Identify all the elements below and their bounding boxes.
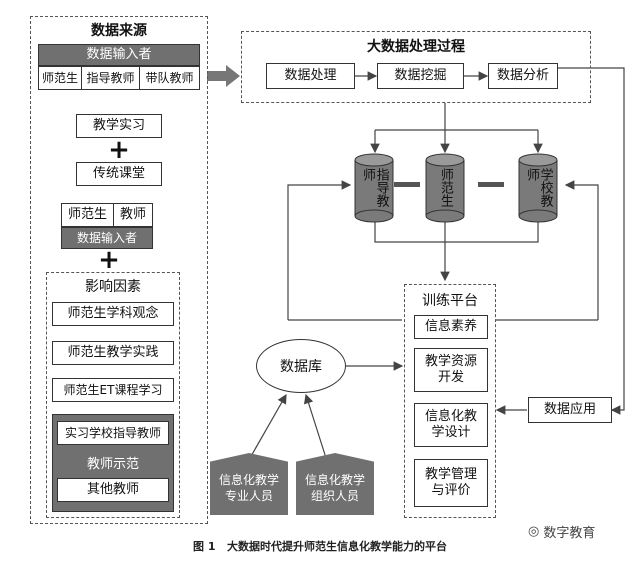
factor-sub-item: 实习学校指导教师 bbox=[57, 421, 169, 445]
people-badge: 信息化教学专业人员 bbox=[210, 453, 288, 515]
process-step: 数据处理 bbox=[266, 63, 355, 89]
database-label: 数据库 bbox=[280, 359, 322, 375]
people-badge: 信息化教学组织人员 bbox=[296, 453, 374, 515]
factor-sub-item: 教师示范 bbox=[86, 457, 139, 472]
training-item: 信息素养 bbox=[414, 315, 488, 339]
big-arrow bbox=[207, 65, 240, 87]
watermark-text: 数字教育 bbox=[543, 525, 596, 541]
data-application-box: 数据应用 bbox=[528, 397, 612, 423]
process-step: 数据分析 bbox=[488, 63, 558, 89]
arrow-people1-to-db bbox=[249, 393, 287, 459]
plus-icon: + bbox=[98, 245, 120, 275]
wechat-icon: ◎ bbox=[528, 523, 540, 539]
database-ellipse: 数据库 bbox=[256, 339, 346, 393]
cylinder-icon bbox=[425, 153, 465, 223]
people-label: 信息化教学专业人员 bbox=[218, 473, 279, 503]
plus-icon: + bbox=[108, 135, 130, 165]
process-panel bbox=[241, 31, 591, 103]
role-cell: 指导教师 bbox=[81, 66, 140, 90]
factor-item: 师范生ET课程学习 bbox=[52, 378, 174, 402]
factors-panel bbox=[46, 272, 180, 518]
training-item: 信息化教学设计 bbox=[414, 403, 488, 447]
cylinder-icon bbox=[354, 153, 394, 223]
factor-sub-item: 其他教师 bbox=[57, 478, 169, 502]
cylinder-label: 指导教师 bbox=[360, 168, 389, 207]
role-cell: 师范生 bbox=[38, 66, 82, 90]
arrow-people2-to-db bbox=[303, 393, 327, 459]
source-title: 数据来源 bbox=[91, 23, 147, 39]
internship-box: 教学实习 bbox=[76, 114, 162, 138]
role2-cell: 教师 bbox=[113, 203, 153, 227]
cylinder-icon bbox=[518, 153, 558, 223]
watermark: ◎ 数字教育 bbox=[528, 520, 638, 542]
role-cell: 带队教师 bbox=[139, 66, 200, 90]
training-panel bbox=[404, 284, 496, 518]
process-step: 数据挖掘 bbox=[377, 63, 464, 89]
cylinder-label: 师范生 bbox=[437, 168, 453, 207]
people-label: 信息化教学组织人员 bbox=[304, 473, 365, 503]
source-panel bbox=[30, 16, 208, 524]
factor-item: 师范生学科观念 bbox=[52, 302, 174, 326]
traditional-box: 传统课堂 bbox=[76, 162, 162, 186]
training-item: 教学管理与评价 bbox=[414, 459, 488, 507]
source-input-header: 数据输入者 bbox=[38, 44, 200, 66]
process-title: 大数据处理过程 bbox=[367, 39, 465, 55]
factor-item: 师范生教学实践 bbox=[52, 341, 174, 365]
cylinder-label: 学校教师 bbox=[524, 168, 553, 207]
factors-title: 影响因素 bbox=[85, 279, 141, 295]
source-input-footer: 数据输入者 bbox=[61, 227, 153, 249]
line-analysis-to-application bbox=[558, 67, 625, 415]
role2-cell: 师范生 bbox=[61, 203, 114, 227]
training-title: 训练平台 bbox=[422, 293, 478, 309]
training-item: 教学资源开发 bbox=[414, 348, 488, 392]
figure-caption: 图 1 大数据时代提升师范生信息化教学能力的平台 bbox=[193, 540, 447, 553]
